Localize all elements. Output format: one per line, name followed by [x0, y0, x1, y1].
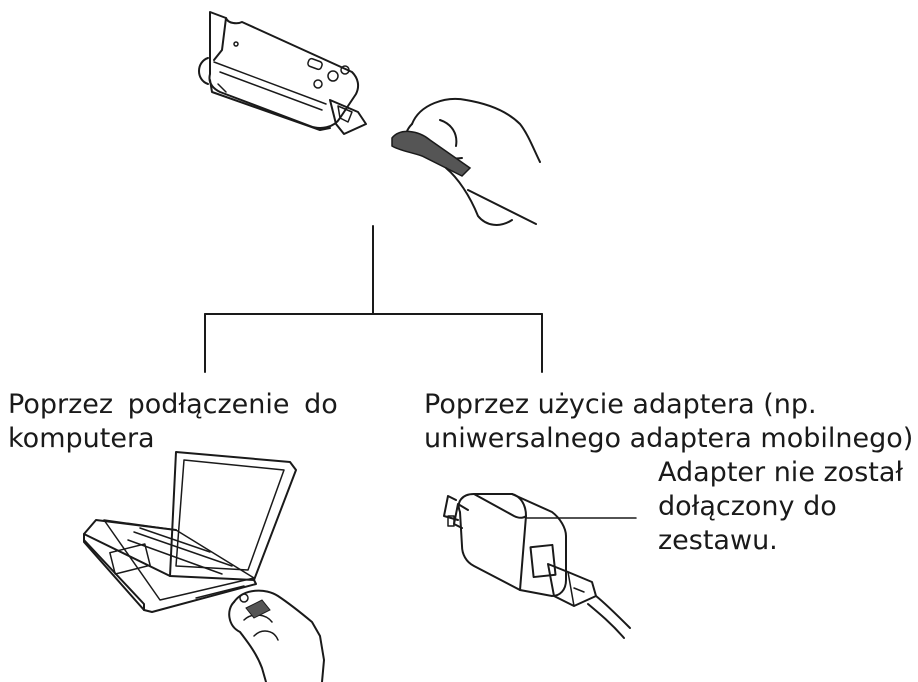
laptop-icon	[83, 451, 325, 682]
adapter-note: Adapter nie został dołączony do zestawu.	[658, 456, 903, 558]
option-computer-line1: Poprzez podłączenie do	[8, 389, 338, 420]
usb-wall-adapter-icon	[443, 493, 637, 639]
option-adapter-line2: uniwersalnego adaptera mobilnego)	[424, 423, 914, 454]
option-computer-label: Poprzez podłączenie do komputera	[8, 388, 338, 456]
option-adapter-label: Poprzez użycie adaptera (np. uniwersalne…	[424, 388, 913, 456]
adapter-note-line2: dołączony do	[658, 491, 837, 522]
option-computer-line2: komputera	[8, 423, 155, 454]
option-adapter-line1: Poprzez użycie adaptera (np.	[424, 389, 817, 420]
hand-with-cable-icon	[391, 98, 541, 226]
adapter-note-line1: Adapter nie został	[658, 457, 904, 488]
connector-lines	[204, 225, 543, 373]
device-charging-port-icon	[198, 11, 367, 135]
adapter-note-line3: zestawu.	[658, 525, 778, 556]
